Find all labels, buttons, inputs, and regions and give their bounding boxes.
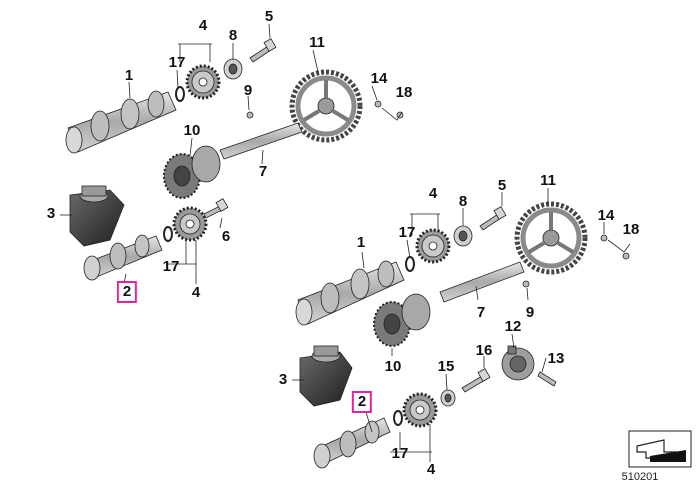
callout-14: 14 [370, 70, 388, 87]
callout-1: 1 [124, 67, 134, 84]
chain-tensioner-part [299, 345, 353, 407]
reference-box [628, 430, 692, 468]
callout-7: 7 [476, 304, 486, 321]
callout-3: 3 [278, 371, 288, 388]
callout-2-highlighted: 2 [116, 281, 138, 303]
assembly-lower-right [292, 188, 631, 469]
callout-16: 16 [475, 342, 493, 359]
bolt-part [537, 371, 557, 387]
ring-part [405, 256, 415, 272]
callout-10: 10 [384, 358, 402, 375]
sprocket-part [172, 206, 208, 242]
sprocket-part [185, 64, 221, 100]
vvt-actuator-part [501, 345, 535, 381]
intermediate-gear-part [373, 293, 431, 347]
callout-5: 5 [497, 177, 507, 194]
screw-part [374, 100, 382, 108]
callout-4: 4 [191, 284, 201, 301]
callout-5: 5 [264, 8, 274, 25]
screw-part [246, 111, 254, 119]
callout-9: 9 [525, 304, 535, 321]
callout-4: 4 [428, 185, 438, 202]
callout-4: 4 [426, 461, 436, 478]
screw-part [600, 234, 608, 242]
assembly-upper-left [60, 23, 404, 284]
bearing-part [453, 225, 473, 247]
callout-13: 13 [547, 350, 565, 367]
camshaft-part [295, 260, 405, 326]
screw-part [522, 280, 530, 288]
callout-8: 8 [228, 27, 238, 44]
callout-3: 3 [46, 205, 56, 222]
bearing-part [440, 389, 456, 407]
sprocket-part [402, 392, 438, 428]
exhaust-camshaft-part [83, 234, 163, 281]
intermediate-gear-part [163, 145, 221, 199]
large-sprocket-part [289, 69, 363, 143]
callout-11: 11 [309, 34, 325, 51]
shaft-part [219, 122, 303, 160]
large-sprocket-part [514, 201, 588, 275]
callout-10: 10 [183, 122, 201, 139]
callout-17: 17 [391, 445, 409, 462]
callout-14: 14 [597, 207, 615, 224]
diagram-reference-number: 510201 [621, 471, 659, 483]
bearing-part [223, 58, 243, 80]
sprocket-part [415, 228, 451, 264]
exhaust-camshaft-part [313, 417, 391, 469]
callout-11: 11 [540, 172, 556, 189]
chain-tensioner-part [69, 185, 125, 247]
ring-part [393, 410, 403, 426]
bolt-part [249, 38, 277, 63]
shaft-part [439, 261, 525, 303]
callout-4: 4 [198, 17, 208, 34]
bolt-part [203, 198, 229, 219]
callout-2-highlighted: 2 [351, 391, 373, 413]
callout-15: 15 [437, 358, 455, 375]
callout-8: 8 [458, 193, 468, 210]
callout-17: 17 [398, 224, 416, 241]
callout-1: 1 [356, 234, 366, 251]
callout-18: 18 [395, 84, 413, 101]
callout-12: 12 [504, 318, 522, 335]
leader-lines [60, 23, 403, 284]
callout-18: 18 [622, 221, 640, 238]
bolt-part [461, 368, 491, 393]
camshaft-part [65, 90, 177, 154]
ring-part [163, 226, 173, 242]
callout-6: 6 [221, 228, 231, 245]
callout-17: 17 [168, 54, 186, 71]
callout-17: 17 [162, 258, 180, 275]
ring-part [175, 86, 185, 102]
callout-7: 7 [258, 163, 268, 180]
callout-9: 9 [243, 82, 253, 99]
leader-lines [292, 188, 631, 462]
bolt-part [479, 206, 507, 231]
screw-part [622, 252, 630, 260]
